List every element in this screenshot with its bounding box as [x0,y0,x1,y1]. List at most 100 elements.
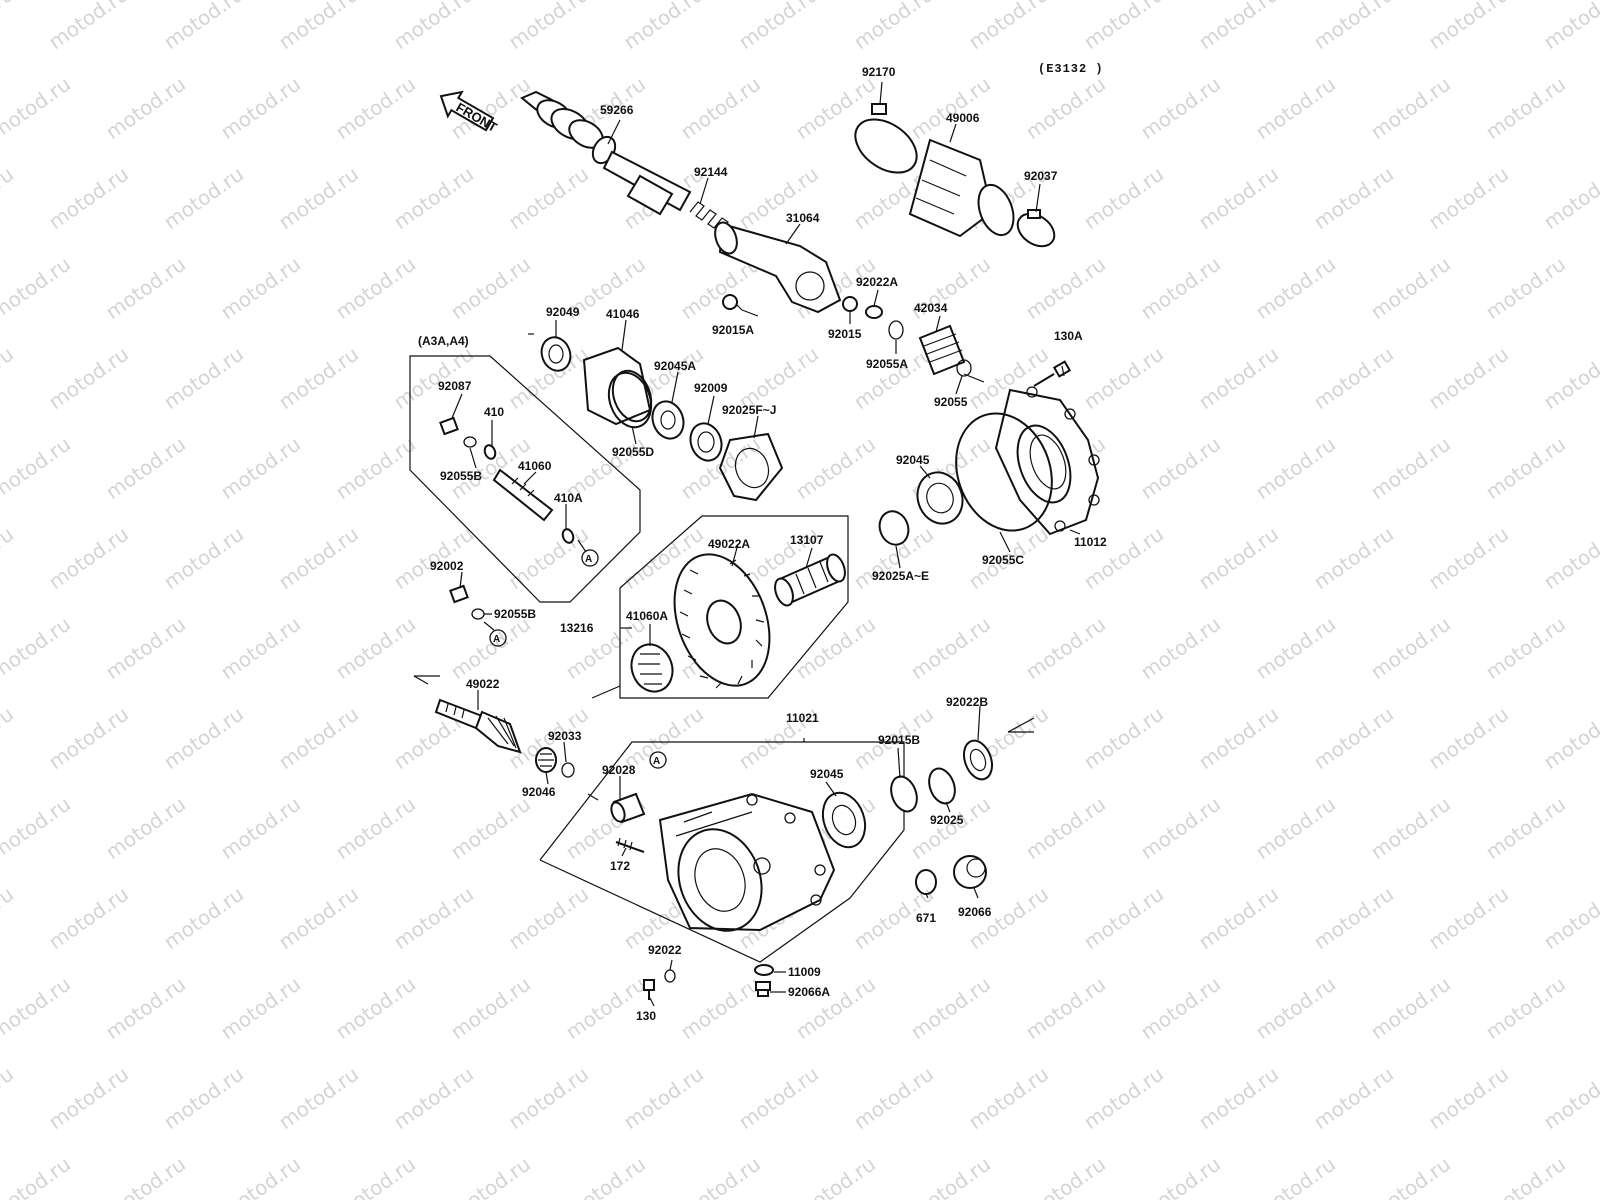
watermark-text: motod.ru [331,792,420,864]
watermark-text: motod.ru [1194,342,1283,414]
label-42034: 42034 [914,301,948,315]
label-92066A: 92066A [788,985,830,999]
tube-31064 [714,221,842,314]
watermark-text: motod.ru [1136,972,1225,1044]
washer-11009 [754,964,774,976]
watermark-text: motod.ru [0,612,75,684]
watermark-text: motod.ru [1079,1062,1168,1134]
watermark-text: motod.ru [1309,1062,1398,1134]
oring-92055C [955,412,1053,532]
label-92015A: 92015A [712,323,754,337]
watermark-text: motod.ru [1539,702,1600,774]
watermark-text: motod.ru [1021,972,1110,1044]
watermark-text: motod.ru [1366,612,1455,684]
clamp-92170 [854,103,918,174]
label-92066: 92066 [958,905,992,919]
clip-92033 [561,762,575,778]
watermark-text: motod.ru [1539,882,1600,954]
label-92037: 92037 [1024,169,1058,183]
watermark-text: motod.ru [159,1062,248,1134]
group-label: (A3A,A4) [418,334,469,348]
watermark-text: motod.ru [44,1062,133,1134]
watermark-text: motod.ru [791,1152,880,1200]
label-172: 172 [610,859,630,873]
shim-92025AE [878,510,910,546]
watermark-text: motod.ru [101,432,190,504]
watermark-text: motod.ru [274,882,363,954]
watermark-text: motod.ru [1309,522,1398,594]
watermark-text: motod.ru [101,252,190,324]
plug-92002 [449,584,469,604]
watermark-text: motod.ru [1539,522,1600,594]
watermark-text: motod.ru [44,702,133,774]
watermark-text: motod.ru [1136,612,1225,684]
watermark-text: motod.ru [446,792,535,864]
watermark-text: motod.ru [0,792,75,864]
housing-11021 [658,792,836,932]
label-59266: 59266 [600,103,634,117]
watermark-text: motod.ru [331,252,420,324]
gear-set-bracket [619,515,849,699]
watermark-text: motod.ru [791,432,880,504]
stud-172 [615,837,645,853]
svg-text:A: A [585,554,592,565]
label-11009: 11009 [788,965,821,979]
watermark-text: motod.ru [1366,972,1455,1044]
watermark-text: motod.ru [159,342,248,414]
leader-lines [413,81,1081,1007]
watermark-text: motod.ru [791,972,880,1044]
washer-92022A [865,305,883,319]
watermark-text: motod.ru [216,792,305,864]
ring-gear-49022A [673,553,771,689]
label-92022: 92022 [648,943,682,957]
label-41060: 41060 [518,459,552,473]
watermark-text: motod.ru [331,1152,420,1200]
label-92055: 92055 [934,395,968,409]
watermark-text: motod.ru [1539,342,1600,414]
watermark-text: motod.ru [216,972,305,1044]
watermark-text: motod.ru [676,972,765,1044]
bearing-92046 [535,747,557,773]
watermark-text: motod.ru [1424,702,1513,774]
nut-92015 [842,296,858,312]
watermark-text: motod.ru [274,342,363,414]
watermark-text: motod.ru [1481,612,1570,684]
housing-bracket [539,741,905,963]
watermark-text: motod.ru [1596,432,1600,504]
watermark-text: motod.ru [1021,252,1110,324]
watermark-text: motod.ru [0,1062,18,1134]
watermark-text: motod.ru [849,522,938,594]
plug-92087 [439,416,459,436]
watermark-text: motod.ru [101,1152,190,1200]
label-92015: 92015 [828,327,862,341]
watermark-text: motod.ru [1596,792,1600,864]
watermark-text: motod.ru [0,252,75,324]
bearing-92045-upper [916,471,964,525]
watermark-text: motod.ru [1251,252,1340,324]
watermark-text: motod.ru [1366,792,1455,864]
watermark-text: motod.ru [791,612,880,684]
watermark-text: motod.ru [1366,432,1455,504]
label-92033: 92033 [548,729,582,743]
label-92028: 92028 [602,763,636,777]
watermark-text: motod.ru [1194,0,1283,54]
label-92055A: 92055A [866,357,908,371]
watermark-text: motod.ru [1136,252,1225,324]
hub-13107 [774,553,846,607]
watermark-text: motod.ru [1539,1062,1600,1134]
watermark-text: motod.ru [676,1152,765,1200]
nut-92015B [890,775,918,813]
watermark-text: motod.ru [1596,252,1600,324]
label-92144: 92144 [694,165,728,179]
watermark-text: motod.ru [216,1152,305,1200]
label-92002: 92002 [430,559,464,573]
watermark-text: motod.ru [446,972,535,1044]
watermark-text: motod.ru [44,342,133,414]
watermark-text: motod.ru [504,522,593,594]
label-410A: 410A [554,491,583,505]
watermark-text: motod.ru [0,522,18,594]
oring-92055 [956,359,972,377]
watermark-text: motod.ru [44,162,133,234]
label-92025: 92025 [930,813,964,827]
watermark-text: motod.ru [1481,72,1570,144]
